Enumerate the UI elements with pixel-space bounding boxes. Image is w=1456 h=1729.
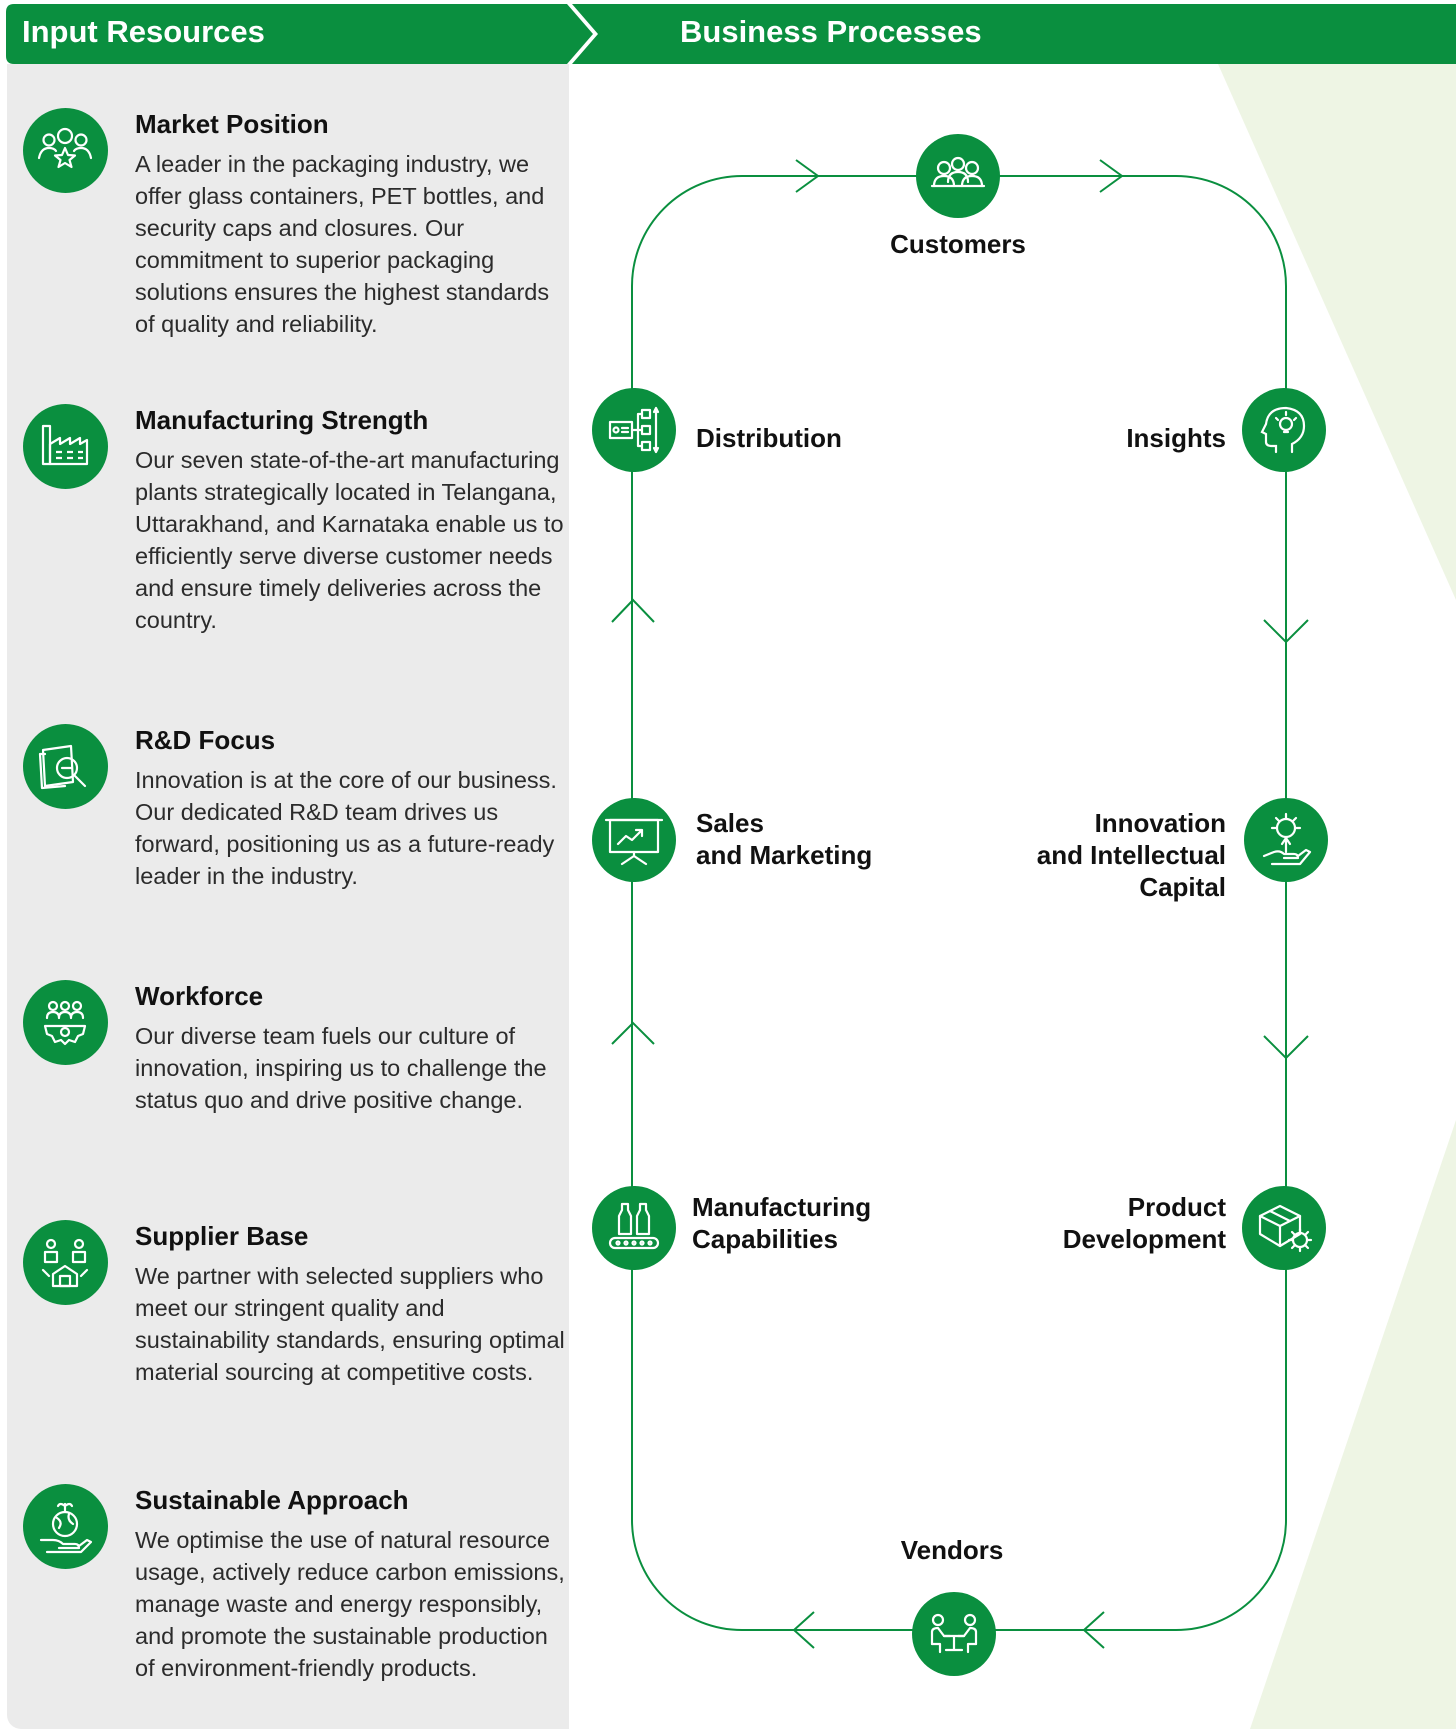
innovation-node bbox=[1244, 798, 1328, 882]
resource-description: Innovation is at the core of our busines… bbox=[135, 767, 557, 889]
customers-node bbox=[916, 134, 1000, 218]
sales-node bbox=[592, 798, 676, 882]
sales-label-line: and Marketing bbox=[696, 840, 873, 870]
distribution-label: Distribution bbox=[696, 423, 842, 453]
team-gear-icon bbox=[23, 980, 108, 1065]
sales-label-line: Sales bbox=[696, 808, 764, 838]
resource-description: Our seven state-of-the-art manufacturing… bbox=[135, 447, 564, 633]
distribution-node bbox=[592, 388, 676, 472]
factory-icon bbox=[23, 404, 108, 489]
product-development-label-line: Product bbox=[1127, 1192, 1226, 1222]
resource-description: We optimise the use of natural resource … bbox=[135, 1527, 565, 1681]
product-development-label: Product Development bbox=[980, 1191, 1226, 1255]
resource-title: Manufacturing Strength bbox=[135, 405, 429, 435]
resource-title: Market Position bbox=[135, 109, 329, 139]
header-bar bbox=[6, 4, 1456, 64]
resource-description: Our diverse team fuels our culture of in… bbox=[135, 1023, 547, 1113]
manufacturing-label: Manufacturing Capabilities bbox=[692, 1191, 952, 1255]
input-resources-panel: Market Position A leader in the packagin… bbox=[7, 64, 569, 1729]
resource-title: Workforce bbox=[135, 981, 264, 1011]
business-processes-heading: Business Processes bbox=[680, 14, 982, 49]
supplier-warehouse-icon bbox=[23, 1220, 108, 1305]
manufacturing-label-line: Manufacturing bbox=[692, 1192, 872, 1222]
resource-description: A leader in the packaging industry, we o… bbox=[135, 151, 550, 337]
vendors-node bbox=[912, 1592, 996, 1676]
people-star-icon bbox=[23, 108, 108, 193]
research-magnifier-icon bbox=[23, 724, 108, 809]
manufacturing-node bbox=[592, 1186, 676, 1270]
customers-label: Customers bbox=[890, 229, 1026, 259]
insights-node bbox=[1242, 388, 1326, 472]
innovation-label-line: Capital bbox=[1139, 872, 1226, 902]
resource-description: We partner with selected suppliers who m… bbox=[135, 1263, 565, 1385]
insights-label: Insights bbox=[1126, 423, 1226, 453]
sales-label: Sales and Marketing bbox=[696, 807, 936, 871]
input-resources-heading: Input Resources bbox=[22, 14, 265, 49]
globe-hand-icon bbox=[23, 1484, 108, 1569]
innovation-label: Innovation and Intellectual Capital bbox=[960, 807, 1226, 903]
resource-title: R&D Focus bbox=[135, 725, 276, 755]
innovation-label-line: and Intellectual bbox=[1036, 840, 1226, 870]
product-development-node bbox=[1242, 1186, 1326, 1270]
manufacturing-label-line: Capabilities bbox=[692, 1224, 838, 1254]
resource-title: Sustainable Approach bbox=[135, 1485, 409, 1515]
resource-title: Supplier Base bbox=[135, 1221, 309, 1251]
product-development-label-line: Development bbox=[1062, 1224, 1226, 1254]
innovation-label-line: Innovation bbox=[1094, 808, 1226, 838]
vendors-label: Vendors bbox=[900, 1535, 1004, 1565]
